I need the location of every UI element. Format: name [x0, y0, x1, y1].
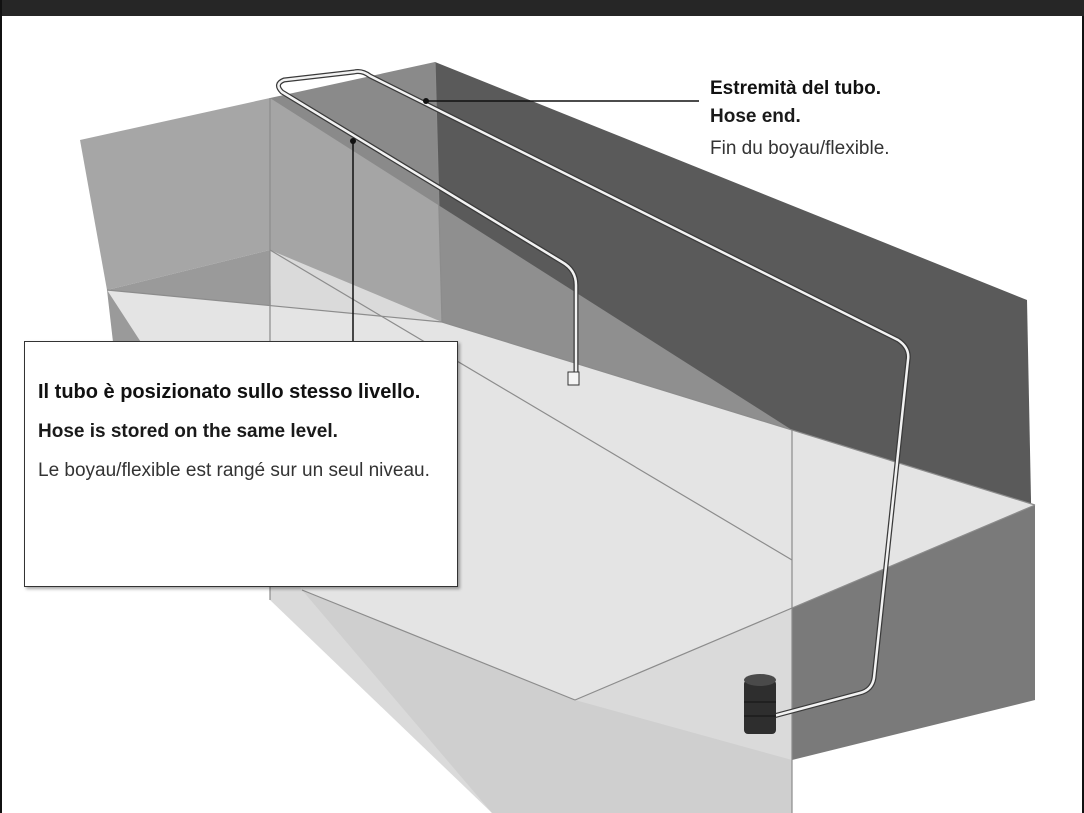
callout-same-level: Il tubo è posizionato sullo stesso livel… [24, 341, 458, 587]
left-wall [80, 98, 270, 290]
callout-same-level-french: Le boyau/flexible est rangé sur un seul … [38, 460, 430, 481]
header-bar [2, 0, 1084, 16]
level-edges [106, 61, 1036, 813]
callout-same-level-english: Hose is stored on the same level. [38, 421, 338, 442]
tank-floor-front [302, 590, 792, 813]
leader-same-level [350, 138, 356, 341]
hose [276, 69, 911, 720]
callout-hose-end-english: Hose end. [710, 106, 801, 127]
callout-same-level-italian: Il tubo è posizionato sullo stesso livel… [38, 381, 421, 403]
hose-end-coupling [567, 371, 580, 386]
callout-hose-end-italian: Estremità del tubo. [710, 78, 882, 99]
callout-hose-end: Estremità del tubo. Hose end. Fin du boy… [710, 78, 1010, 160]
hose-reel-drum-icon [744, 674, 776, 734]
leader-hose-end [423, 98, 699, 104]
callout-hose-end-french: Fin du boyau/flexible. [710, 138, 890, 159]
